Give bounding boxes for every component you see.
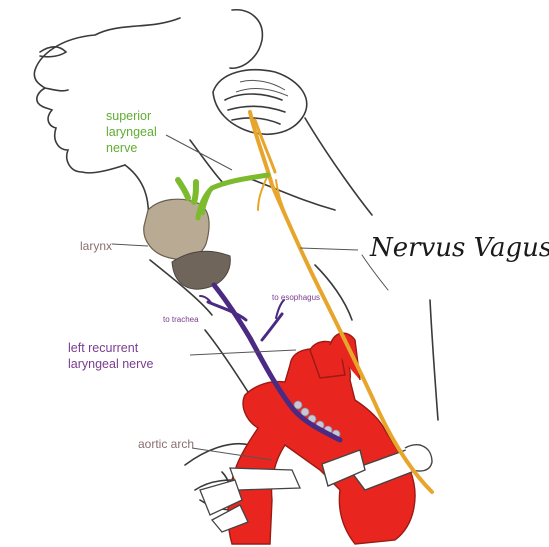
aortic-arch-shape	[228, 333, 432, 544]
aortic-arch-label: aortic arch	[138, 437, 194, 451]
larynx-shape	[144, 180, 231, 289]
to-esophagus-label: to esophagus	[272, 293, 320, 302]
diagram-title: Nervus Vagus	[369, 233, 549, 263]
to-trachea-label: to trachea	[163, 315, 199, 324]
larynx-label: larynx	[80, 239, 112, 253]
left-recurrent-laryngeal-nerve-label: left recurrent laryngeal nerve	[68, 341, 154, 371]
superior-laryngeal-nerve-label: superior laryngeal nerve	[106, 109, 160, 155]
